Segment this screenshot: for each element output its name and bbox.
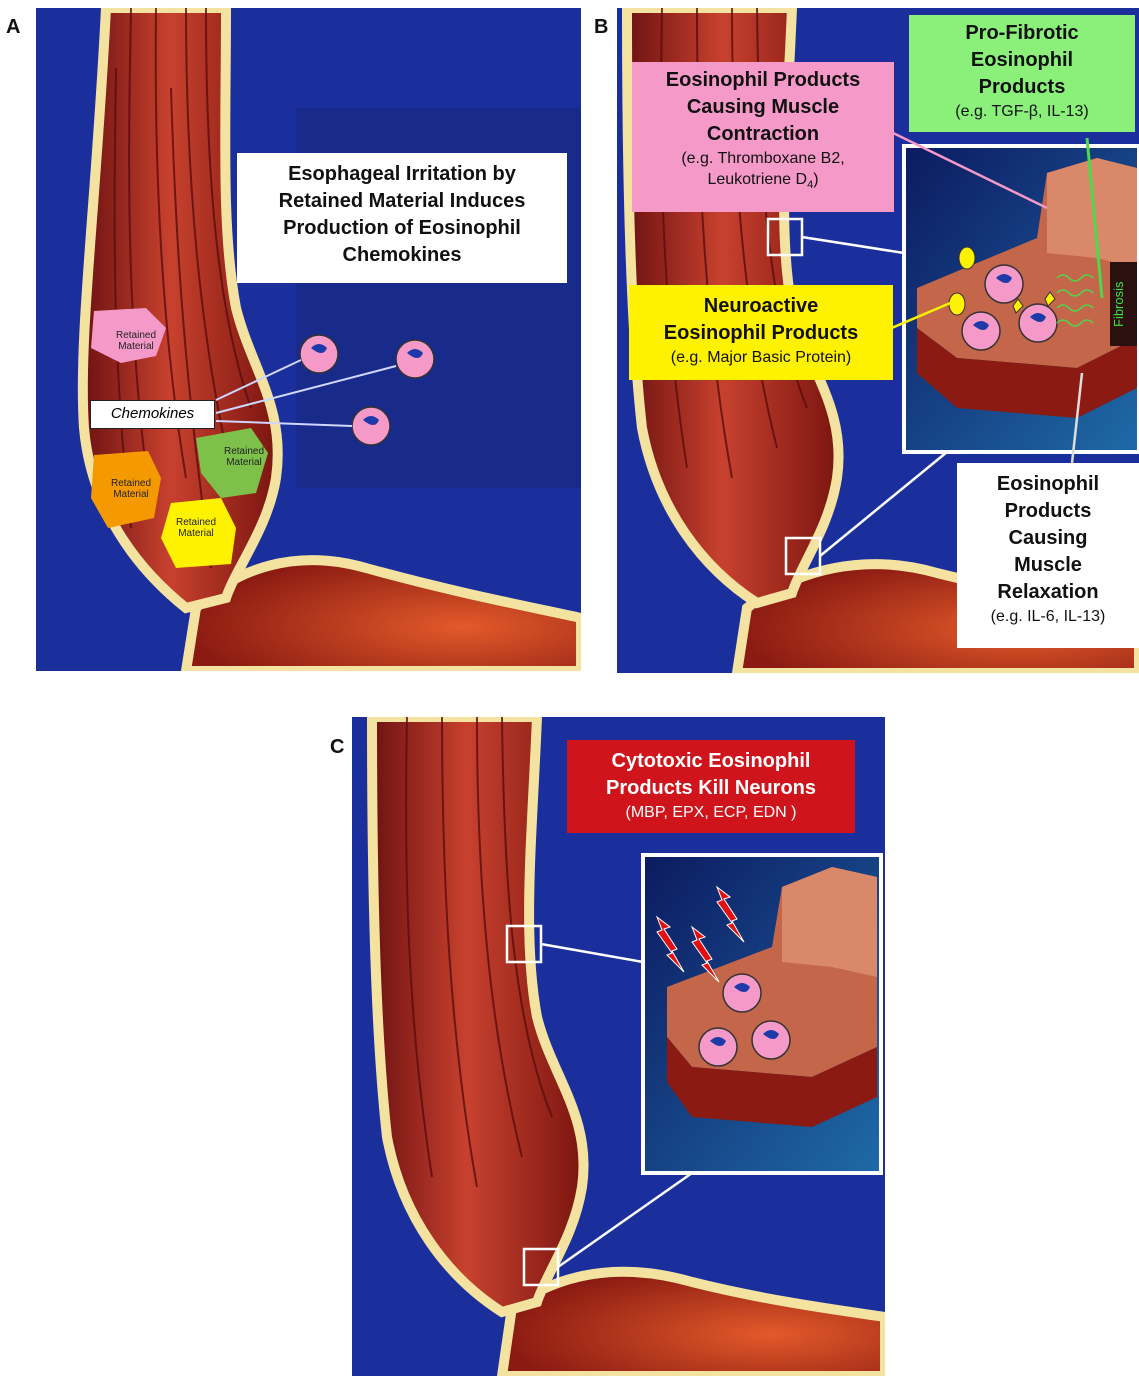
- contraction-label: Eosinophil Products Causing Muscle Contr…: [632, 62, 894, 212]
- tissue-inset-c: [643, 855, 881, 1173]
- panel-letter-a: A: [6, 16, 20, 39]
- panel-letter-c: C: [330, 736, 344, 759]
- neuroactive-label: Neuroactive Eosinophil Products (e.g. Ma…: [629, 285, 893, 380]
- chemokines-label: Chemokines: [90, 400, 215, 429]
- irritation-label: Esophageal Irritation by Retained Materi…: [237, 153, 567, 283]
- relaxation-label: Eosinophil Products Causing Muscle Relax…: [957, 463, 1139, 648]
- tissue-inset-b: [904, 146, 1139, 452]
- cytotoxic-label: Cytotoxic Eosinophil Products Kill Neuro…: [567, 740, 855, 833]
- fibrosis-label: Fibrosis: [1110, 262, 1137, 346]
- profibrotic-label: Pro-Fibrotic Eosinophil Products (e.g. T…: [909, 15, 1135, 132]
- panel-letter-b: B: [594, 16, 608, 39]
